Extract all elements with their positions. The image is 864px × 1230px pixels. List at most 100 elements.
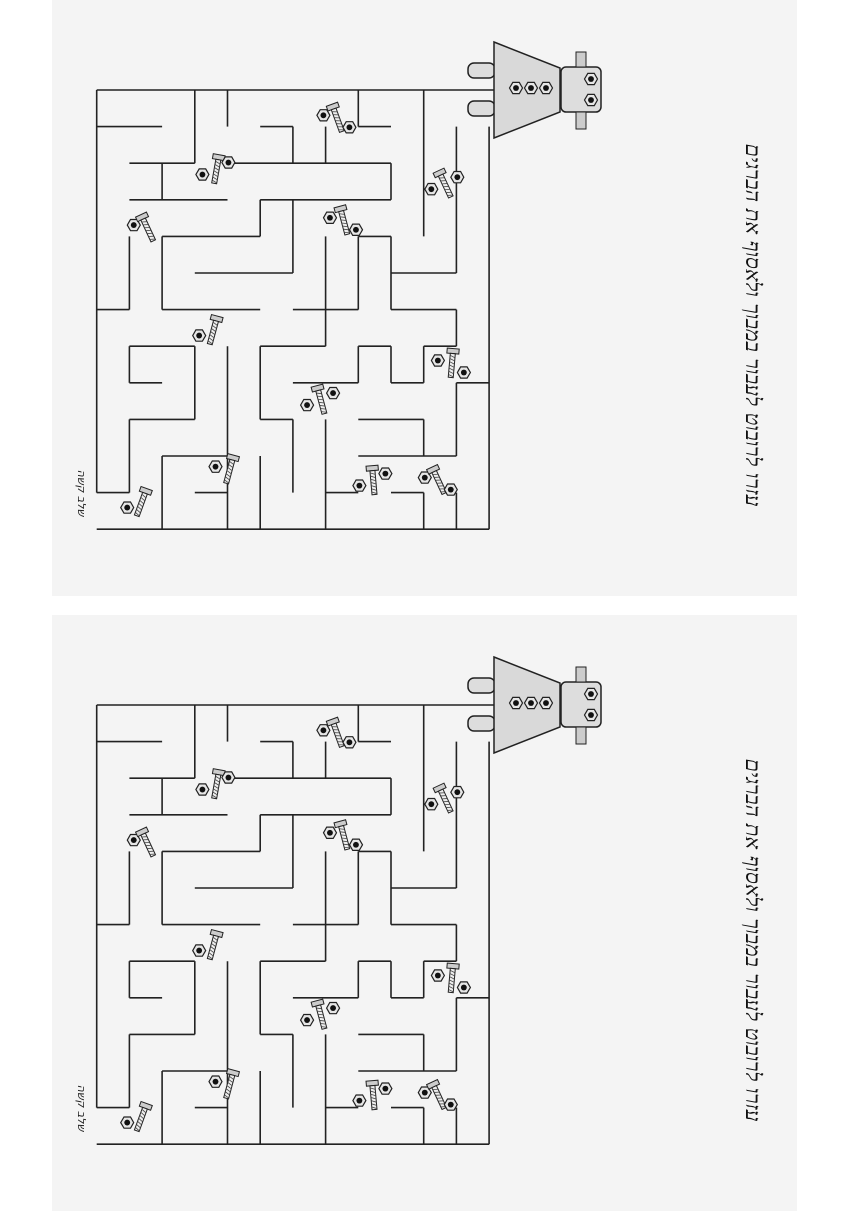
bolt-group: [322, 819, 364, 851]
hex-nut-icon: [322, 211, 338, 224]
bolt-icon: [223, 1068, 241, 1100]
hex-nut-icon: [299, 398, 315, 412]
maze: [95, 655, 602, 1146]
bolt-icon: [446, 347, 460, 379]
maze-worksheet-top: עזרו לרובוט לעבור במבוך ולאסוף את הברגים…: [52, 0, 797, 596]
hex-nut-icon: [583, 687, 599, 701]
hex-nut-icon: [120, 501, 135, 514]
hex-nut-icon: [342, 121, 357, 134]
bolt-group: [430, 962, 472, 994]
instruction-text: עזרו לרובוט לעבור במבוך ולאסוף את הברגים: [741, 758, 765, 1122]
instruction-text: עזרו לרובוט לעבור במבוך ולאסוף את הברגים: [741, 143, 765, 507]
hex-nut-icon: [208, 460, 223, 473]
robot-wheel: [467, 677, 496, 694]
hex-nut-icon: [378, 467, 393, 480]
bolt-group: [424, 167, 465, 199]
robot-antenna: [575, 726, 587, 745]
hex-nut-icon: [195, 783, 210, 796]
bolt-group: [424, 782, 465, 814]
hex-nut-icon: [443, 1098, 458, 1111]
bolt-icon: [432, 167, 454, 199]
bolt-icon: [333, 204, 351, 236]
bolt-icon: [134, 211, 157, 243]
robot-wheel: [467, 715, 496, 732]
bolt-icon: [133, 485, 153, 518]
hex-nut-icon: [120, 1116, 135, 1129]
bolt-group: [195, 768, 236, 800]
bolt-icon: [365, 1079, 379, 1111]
bolt-group: [208, 453, 241, 485]
bolt-icon: [425, 463, 448, 496]
hex-nut-icon: [221, 156, 236, 169]
bolt-group: [126, 211, 157, 243]
hex-nut-icon: [508, 696, 524, 710]
hex-nut-icon: [322, 826, 338, 839]
bolt-icon: [310, 998, 328, 1030]
hex-nut-icon: [424, 182, 439, 196]
hex-nut-icon: [424, 797, 439, 811]
hex-nut-icon: [583, 72, 599, 86]
bolt-icon: [425, 1078, 448, 1111]
bolt-group: [299, 383, 341, 415]
bolt-group: [417, 1078, 458, 1111]
hex-nut-icon: [325, 386, 341, 400]
bolt-group: [299, 998, 341, 1030]
bolt-group: [208, 1068, 241, 1100]
hex-nut-icon: [192, 944, 207, 957]
hex-nut-icon: [538, 696, 554, 710]
bolt-group: [352, 1079, 393, 1111]
hex-nut-icon: [195, 168, 210, 181]
bolt-icon: [446, 962, 460, 994]
hex-nut-icon: [450, 785, 465, 799]
bolt-group: [120, 485, 153, 518]
hex-nut-icon: [316, 109, 331, 122]
bolt-icon: [206, 928, 224, 961]
hex-nut-icon: [348, 838, 364, 851]
bolt-icon: [310, 383, 328, 415]
bolt-group: [352, 464, 393, 496]
robot-wheel: [467, 100, 496, 117]
hex-nut-icon: [316, 724, 331, 737]
level-label: שלב קשה: [75, 1084, 88, 1132]
hex-nut-icon: [430, 354, 446, 367]
hex-nut-icon: [450, 170, 465, 184]
bolt-icon: [206, 313, 224, 346]
hex-nut-icon: [523, 696, 539, 710]
hex-nut-icon: [221, 771, 236, 784]
hex-nut-icon: [352, 479, 367, 492]
bolt-group: [126, 826, 157, 858]
hex-nut-icon: [443, 483, 458, 496]
bolt-icon: [333, 819, 351, 851]
bolt-icon: [325, 716, 345, 748]
hex-nut-icon: [208, 1075, 223, 1088]
bolt-group: [192, 313, 224, 346]
bolt-icon: [432, 782, 454, 814]
robot-antenna: [575, 666, 587, 683]
maze-worksheet-bottom: עזרו לרובוט לעבור במבוך ולאסוף את הברגים…: [0, 615, 864, 1230]
hex-nut-icon: [352, 1094, 367, 1107]
bolt-icon: [133, 1100, 153, 1133]
robot-antenna: [575, 51, 587, 68]
bolt-group: [316, 101, 357, 134]
bolt-group: [195, 153, 236, 185]
hex-nut-icon: [192, 329, 207, 342]
hex-nut-icon: [342, 736, 357, 749]
hex-nut-icon: [538, 81, 554, 95]
bolt-icon: [211, 768, 226, 800]
hex-nut-icon: [508, 81, 524, 95]
hex-nut-icon: [456, 366, 472, 379]
bolt-group: [430, 347, 472, 379]
maze: [95, 40, 602, 531]
level-label: שלב קשה: [75, 469, 88, 517]
hex-nut-icon: [299, 1013, 315, 1027]
bolt-icon: [223, 453, 241, 485]
hex-nut-icon: [456, 981, 472, 994]
bolt-group: [316, 716, 357, 749]
hex-nut-icon: [348, 223, 364, 236]
hex-nut-icon: [325, 1001, 341, 1015]
bolt-group: [322, 204, 364, 236]
robot-antenna: [575, 111, 587, 130]
hex-nut-icon: [430, 969, 446, 982]
bolt-group: [417, 463, 458, 496]
maze-walls: [95, 89, 496, 531]
